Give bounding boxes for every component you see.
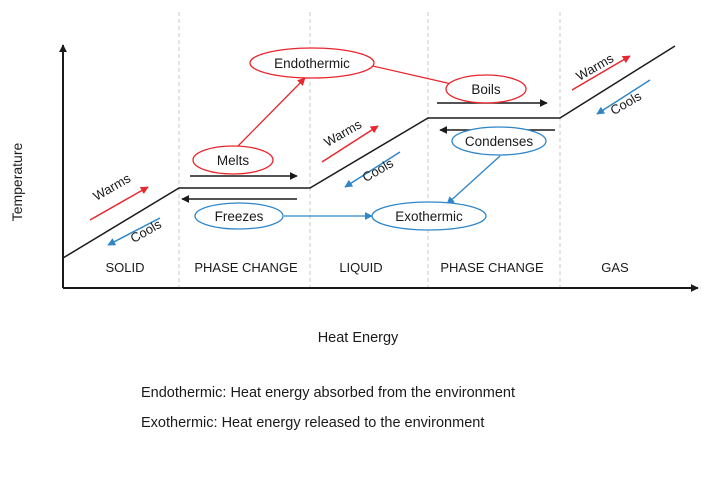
endothermic-definition: Endothermic: Heat energy absorbed from t… bbox=[141, 385, 515, 401]
region-label-phase-change-2: PHASE CHANGE bbox=[440, 260, 544, 275]
condenses-label: Condenses bbox=[465, 134, 534, 149]
liquid-warms-label: Warms bbox=[321, 116, 364, 150]
condenses-to-exothermic-arrow bbox=[446, 155, 501, 205]
region-label-gas: GAS bbox=[601, 260, 629, 275]
region-label-phase-change-1: PHASE CHANGE bbox=[194, 260, 298, 275]
liquid-cools-label: Cools bbox=[360, 155, 397, 185]
melts-to-endothermic-arrow bbox=[237, 77, 306, 147]
solid-cools-arrow bbox=[107, 217, 161, 246]
endothermic-label: Endothermic bbox=[274, 56, 350, 71]
melts-label: Melts bbox=[217, 153, 250, 168]
melts-ellipse bbox=[192, 145, 274, 175]
exothermic-definition: Exothermic: Heat energy released to the … bbox=[141, 415, 485, 431]
liquid-warms-arrow bbox=[321, 125, 379, 163]
solid-warms-arrow bbox=[89, 186, 149, 221]
exothermic-ellipse bbox=[371, 201, 487, 231]
region-label-solid: SOLID bbox=[105, 260, 144, 275]
freezes-ellipse bbox=[194, 202, 284, 230]
endothermic-ellipse bbox=[249, 47, 375, 79]
x-axis-label: Heat Energy bbox=[318, 330, 399, 346]
gas-warms-arrow bbox=[571, 55, 631, 91]
freezes-label: Freezes bbox=[215, 209, 264, 224]
boils-ellipse bbox=[445, 74, 527, 104]
liquid-cools-arrow bbox=[344, 151, 401, 188]
y-axis-label: Temperature bbox=[9, 142, 25, 221]
gas-cools-label: Cools bbox=[608, 88, 645, 118]
region-dividers bbox=[178, 12, 561, 290]
gas-cools-arrow bbox=[596, 79, 651, 115]
condenses-ellipse bbox=[451, 126, 547, 156]
boils-to-endothermic-arrow bbox=[363, 61, 457, 86]
heating-curve bbox=[62, 45, 676, 259]
solid-cools-label: Cools bbox=[128, 216, 165, 246]
exothermic-label: Exothermic bbox=[395, 209, 463, 224]
boils-label: Boils bbox=[471, 82, 501, 97]
region-label-liquid: LIQUID bbox=[339, 260, 382, 275]
